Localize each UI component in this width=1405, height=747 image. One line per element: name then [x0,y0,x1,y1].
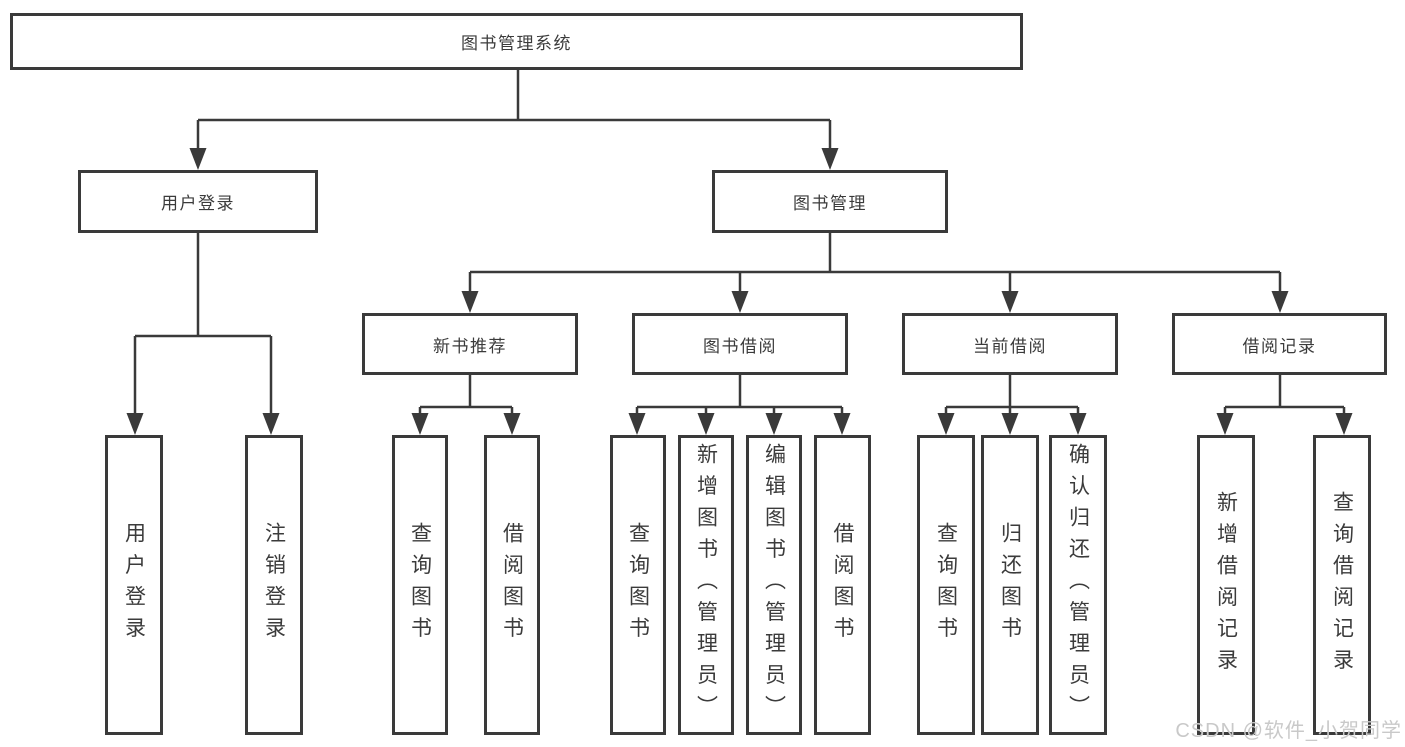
leaf-return-books-label: 归还图书 [998,522,1022,648]
leaf-borrow-books-recommend: 借阅图书 [484,435,540,735]
leaf-confirm-return-admin: 确认归还（管理员） [1049,435,1107,735]
csdn-watermark: CSDN @软件_小贺同学 [1175,720,1402,742]
leaf-return-books: 归还图书 [981,435,1039,735]
leaf-query-books-borrowing-label: 查询图书 [626,522,650,648]
leaf-add-borrow-record-label: 新增借阅记录 [1214,490,1238,680]
leaf-query-books-current-label: 查询图书 [934,522,958,648]
node-book-borrowing: 图书借阅 [632,313,848,375]
leaf-query-books-recommend-label: 查询图书 [408,522,432,648]
leaf-confirm-return-admin-label: 确认归还（管理员） [1066,443,1090,727]
leaf-edit-books-admin-label: 编辑图书（管理员） [762,443,786,727]
leaf-query-borrow-record-label: 查询借阅记录 [1330,490,1354,680]
leaf-edit-books-admin: 编辑图书（管理员） [746,435,802,735]
leaf-borrow-books-recommend-label: 借阅图书 [500,522,524,648]
leaf-user-login-label: 用户登录 [122,522,146,648]
leaf-query-books-borrowing: 查询图书 [610,435,666,735]
leaf-add-books-admin-label: 新增图书（管理员） [694,443,718,727]
node-library-system: 图书管理系统 [10,13,1023,70]
node-new-book-recommendation: 新书推荐 [362,313,578,375]
node-book-management: 图书管理 [712,170,948,233]
leaf-add-books-admin: 新增图书（管理员） [678,435,734,735]
leaf-user-login: 用户登录 [105,435,163,735]
leaf-add-borrow-record: 新增借阅记录 [1197,435,1255,735]
node-current-borrowing: 当前借阅 [902,313,1118,375]
leaf-query-borrow-record: 查询借阅记录 [1313,435,1371,735]
leaf-logout-label: 注销登录 [262,522,286,648]
leaf-logout: 注销登录 [245,435,303,735]
leaf-query-books-recommend: 查询图书 [392,435,448,735]
node-borrowing-records: 借阅记录 [1172,313,1387,375]
node-user-login: 用户登录 [78,170,318,233]
leaf-borrow-books-label: 借阅图书 [831,522,854,648]
leaf-query-books-current: 查询图书 [917,435,975,735]
leaf-borrow-books: 借阅图书 [814,435,871,735]
